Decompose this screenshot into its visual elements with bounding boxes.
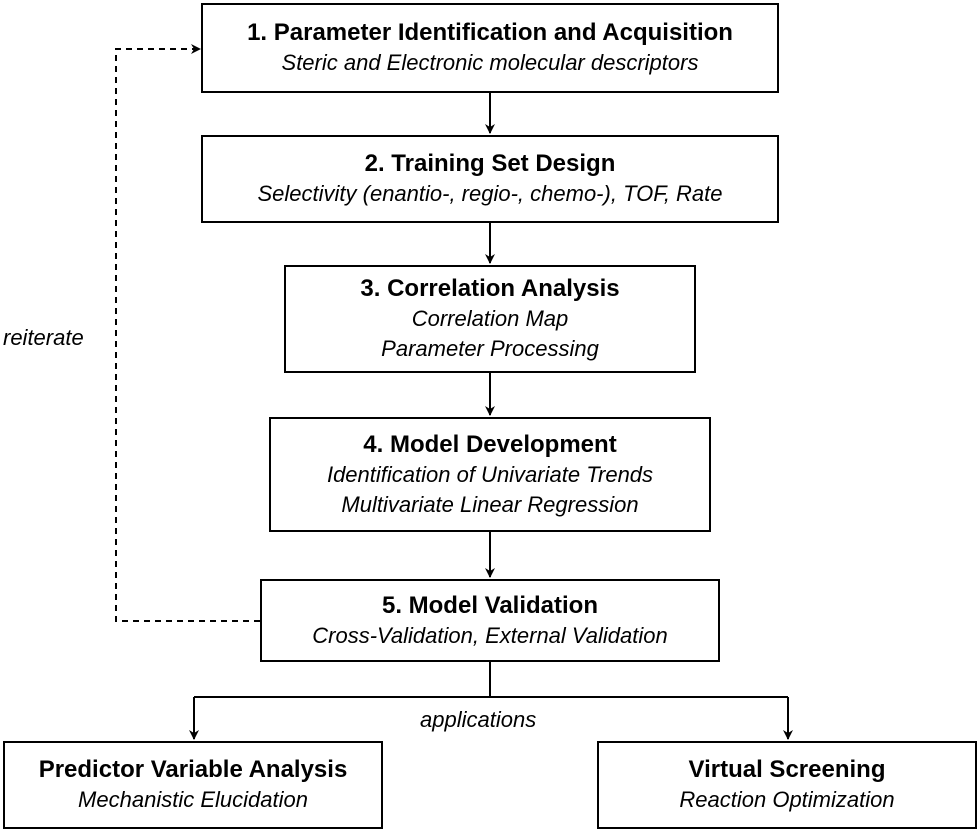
step-3-line-1: Correlation Map xyxy=(411,306,569,331)
step-5-title: 5. Model Validation xyxy=(381,591,599,619)
step-2-line-1: Selectivity (enantio-, regio-, chemo-), … xyxy=(257,181,723,206)
output-2-title: Virtual Screening xyxy=(688,756,886,783)
reiterate-loop-arrow xyxy=(115,44,260,622)
reiterate-label: reiterate xyxy=(3,325,84,350)
step-4-title: 4. Model Development xyxy=(363,430,617,458)
step-3-line-2: Parameter Processing xyxy=(381,336,599,361)
step-1-title: 1. Parameter Identification and Acquisit… xyxy=(247,19,733,46)
step-1-box: 1. Parameter Identification and Acquisit… xyxy=(201,3,779,93)
output-virtual-screening-box: Virtual Screening Reaction Optimization xyxy=(597,741,977,829)
branch-connector xyxy=(194,662,788,698)
applications-label: applications xyxy=(420,707,537,732)
output-predictor-variable-analysis-box: Predictor Variable Analysis Mechanistic … xyxy=(3,741,383,829)
output-1-title: Predictor Variable Analysis xyxy=(38,756,348,783)
output-2-line: Reaction Optimization xyxy=(679,787,895,812)
step-3-title: 3. Correlation Analysis xyxy=(360,275,620,302)
step-3-box: 3. Correlation Analysis Correlation Map … xyxy=(284,265,696,373)
output-1-line: Mechanistic Elucidation xyxy=(78,787,308,812)
step-2-box: 2. Training Set Design Selectivity (enan… xyxy=(201,135,779,223)
step-4-line-1: Identification of Univariate Trends xyxy=(326,461,654,487)
step-1-line-1: Steric and Electronic molecular descript… xyxy=(281,50,699,75)
step-4-line-2: Multivariate Linear Regression xyxy=(341,491,639,517)
step-2-title: 2. Training Set Design xyxy=(364,150,616,177)
step-5-line-1: Cross-Validation, External Validation xyxy=(312,622,668,648)
step-4-box: 4. Model Development Identification of U… xyxy=(269,417,711,532)
step-5-box: 5. Model Validation Cross-Validation, Ex… xyxy=(260,579,720,662)
